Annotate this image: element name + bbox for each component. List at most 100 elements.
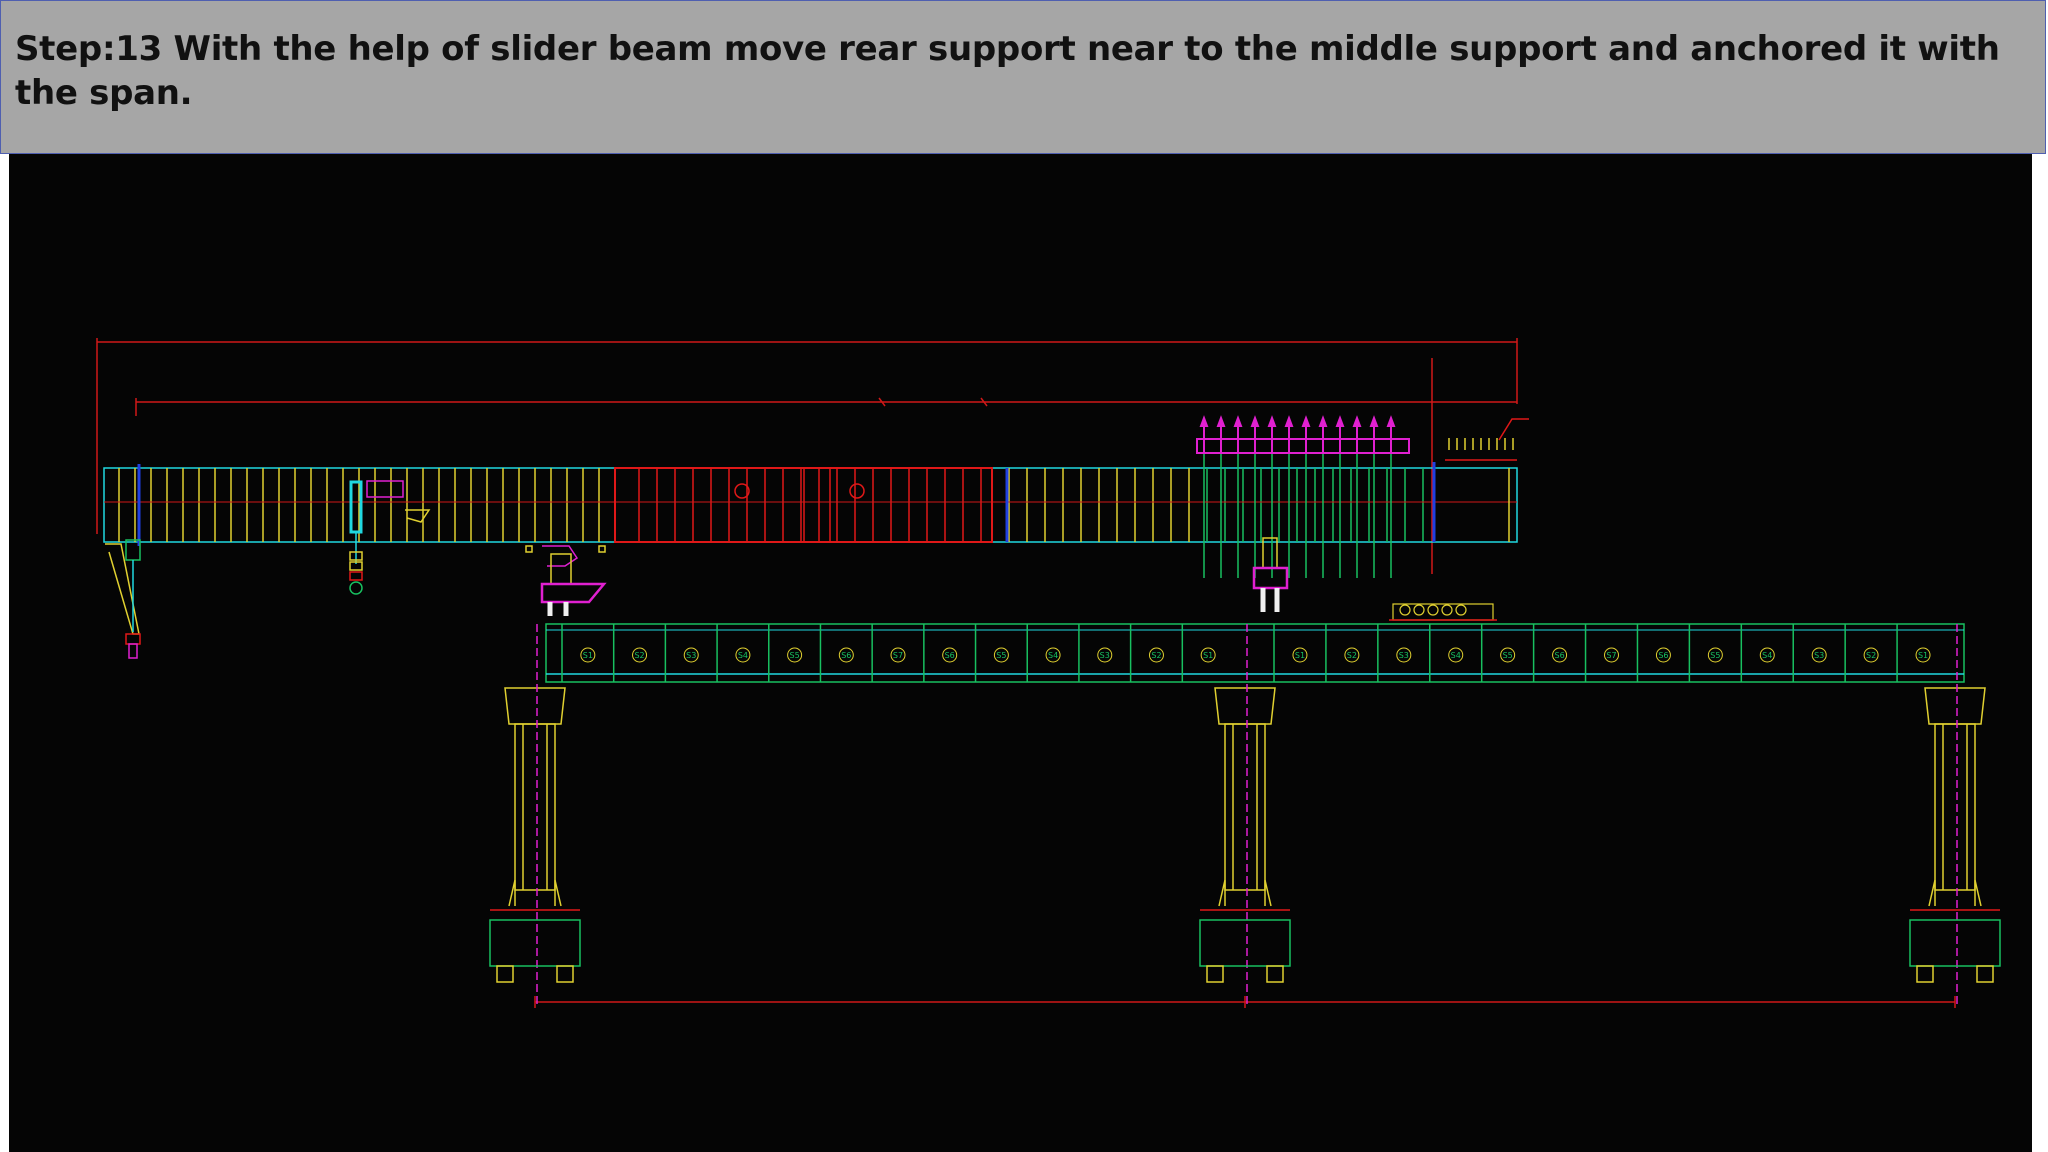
pier-column <box>1224 723 1266 891</box>
segment-marker <box>1200 647 1216 663</box>
step-title: Step:13 With the help of slider beam mov… <box>15 29 2000 113</box>
jack-head <box>1284 415 1294 427</box>
segment-marker <box>1344 647 1360 663</box>
segment-marker <box>890 647 906 663</box>
segment-label: S3 <box>686 651 696 660</box>
pile <box>1916 965 1934 983</box>
pier-flare <box>1974 879 1982 907</box>
segment-label: S1 <box>1918 651 1928 660</box>
segment-label: S2 <box>1347 651 1357 660</box>
segment-label: S6 <box>1658 651 1668 660</box>
segment-label: S7 <box>1606 651 1616 660</box>
segment-marker <box>1552 647 1568 663</box>
pier-flare <box>1928 879 1936 907</box>
segment-label: S3 <box>1814 651 1824 660</box>
front-support-leg <box>1252 537 1289 612</box>
pier-footing <box>1909 919 2001 967</box>
segment-marker <box>1292 647 1308 663</box>
segment-label: S5 <box>790 651 800 660</box>
pier-cap <box>1214 687 1276 725</box>
dimension-lines <box>96 338 1956 1008</box>
segment-label: S7 <box>893 651 903 660</box>
front-support <box>1389 418 1529 621</box>
segment-marker <box>1707 647 1723 663</box>
jack-head <box>1267 415 1277 427</box>
segment-label: S2 <box>634 651 644 660</box>
jack-head <box>1216 415 1226 427</box>
segment-marker <box>1500 647 1516 663</box>
pier-cap <box>504 687 566 725</box>
pier-flare <box>554 879 562 907</box>
pier-cap <box>1924 687 1986 725</box>
segment-label: S3 <box>1100 651 1110 660</box>
jack-head <box>1250 415 1260 427</box>
segment-marker <box>632 647 648 663</box>
segment-marker <box>1604 647 1619 663</box>
segment-label: S6 <box>945 651 955 660</box>
jack-beam <box>1196 438 1410 454</box>
jack-head <box>1318 415 1328 427</box>
pile <box>1976 965 1994 983</box>
segment-marker <box>1863 647 1879 663</box>
segment-label: S2 <box>1866 651 1876 660</box>
segment-marker <box>1915 647 1931 663</box>
segment-marker <box>993 647 1009 663</box>
segment-marker <box>787 647 803 663</box>
segment-marker <box>580 647 596 663</box>
segment-label: S1 <box>1203 651 1213 660</box>
segment-label: S5 <box>1710 651 1720 660</box>
segment-marker <box>942 647 958 663</box>
pier-column <box>1934 723 1976 891</box>
segment-label: S3 <box>1399 651 1409 660</box>
pile <box>1206 965 1224 983</box>
jack-head <box>1386 415 1396 427</box>
pier-footing <box>489 919 581 967</box>
segment-marker <box>1759 647 1775 663</box>
segment-marker <box>1655 647 1671 663</box>
pile <box>556 965 574 983</box>
pier-flare <box>1264 879 1272 907</box>
cad-drawing-canvas: S1 S2 S3 S4 S5 S6 S7 S6 S5 S4 S3 S2 S1 S1 S2 S3 S4 S5 S6 S7… <box>9 154 2032 1152</box>
launching-girder-drawing: S1 S2 S3 S4 S5 S6 S7 S6 S5 S4 S3 S2 S1 S1 S2 S3 S4 S5 S6 S7… <box>96 338 2001 1008</box>
segment-label: S4 <box>738 651 748 660</box>
jack-head <box>1369 415 1379 427</box>
segment-marker <box>683 647 699 663</box>
segment-marker <box>1045 647 1061 663</box>
segment-labels: S1 S2 S3 S4 S5 S6 S7 S6 S5 S4 S3 S2 S1 S1 S2 S3 S4 S5 S6 S7… <box>580 647 1931 663</box>
jack-head <box>1301 415 1311 427</box>
step-banner: Step:13 With the help of slider beam mov… <box>0 0 2046 154</box>
segment-label: S5 <box>996 651 1006 660</box>
pile <box>1266 965 1284 983</box>
segment-marker <box>1148 647 1164 663</box>
pier-footing <box>1199 919 1291 967</box>
segment-label: S2 <box>1151 651 1161 660</box>
segment-marker <box>1811 647 1827 663</box>
segment-marker <box>1448 647 1464 663</box>
pier-flare <box>1218 879 1226 907</box>
segment-marker <box>1396 647 1412 663</box>
segment-label: S1 <box>1295 651 1305 660</box>
pier-flare <box>508 879 516 907</box>
pile <box>496 965 514 983</box>
jack-head <box>1233 415 1243 427</box>
hanger-rods <box>1203 454 1392 578</box>
jack-head <box>1335 415 1345 427</box>
pier-column <box>514 723 556 891</box>
segment-label: S5 <box>1503 651 1513 660</box>
segment-label: S4 <box>1762 651 1772 660</box>
segment-label: S6 <box>841 651 851 660</box>
segment-marker <box>735 647 751 663</box>
segment-marker <box>838 647 854 663</box>
lifting-trolley <box>349 480 431 595</box>
truss-splice <box>803 467 831 543</box>
launching-truss <box>103 464 1518 546</box>
segment-label: S1 <box>583 651 593 660</box>
jack-head <box>1352 415 1362 427</box>
rear-leg <box>105 539 141 659</box>
segment-label: S4 <box>1451 651 1461 660</box>
deck-girder <box>545 623 1965 683</box>
segment-label: S4 <box>1048 651 1058 660</box>
segment-marker <box>1097 647 1113 663</box>
jack-head <box>1199 415 1209 427</box>
piers <box>489 624 2001 1004</box>
